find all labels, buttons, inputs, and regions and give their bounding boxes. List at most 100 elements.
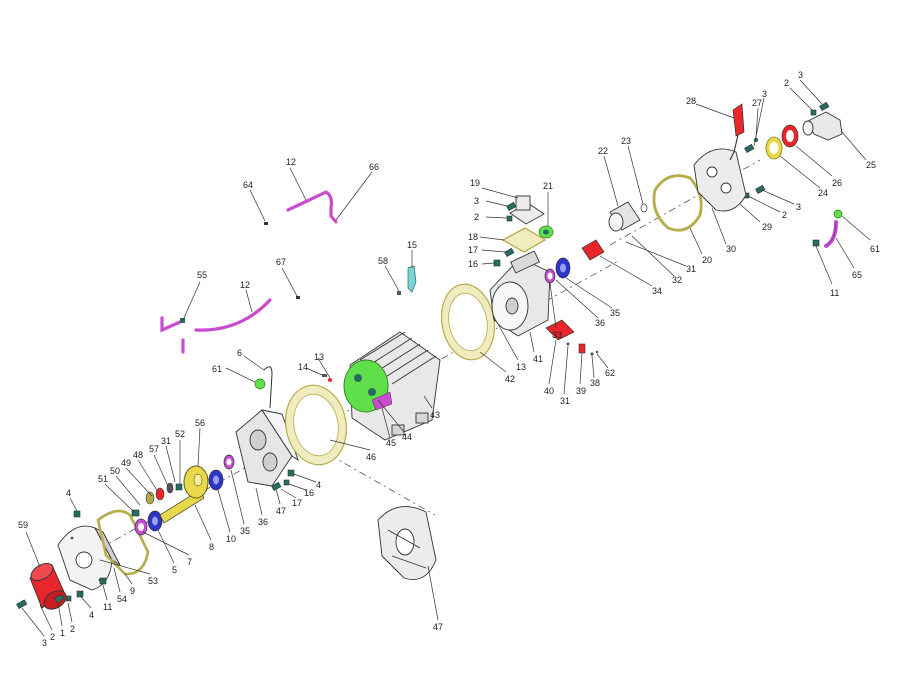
callout-31: 31: [560, 396, 570, 406]
callout-55: 55: [197, 270, 207, 280]
washer-2d: [810, 109, 817, 116]
leader-12a: [245, 289, 253, 313]
leader-2c: [485, 216, 508, 219]
leader-13b: [497, 323, 519, 361]
nut-4-upper: [73, 510, 81, 518]
leader-2d: [789, 87, 813, 111]
callout-46: 46: [366, 452, 376, 462]
leader-24: [779, 155, 821, 189]
leader-38: [591, 355, 595, 379]
part-46-gasket: [285, 384, 347, 466]
handle-grip: [732, 103, 745, 137]
callout-15: 15: [407, 240, 417, 250]
callout-2: 2: [70, 624, 75, 634]
leader-11b: [815, 245, 833, 285]
callout-53: 53: [148, 576, 158, 586]
leader-40: [548, 339, 557, 385]
callout-11: 11: [830, 288, 839, 298]
leader-58: [384, 265, 400, 292]
leader-36a: [255, 487, 263, 516]
leader-43: [423, 395, 433, 409]
fin-2: [367, 337, 413, 367]
nut-16a: [283, 479, 290, 486]
callout-36: 36: [595, 318, 605, 328]
callout-56: 56: [195, 418, 205, 428]
callout-13: 13: [314, 352, 324, 362]
part-26-red-seal-hole: [786, 130, 794, 142]
callout-25: 25: [866, 160, 876, 170]
washer-2-left: [65, 595, 72, 602]
part-58-plug: [397, 291, 401, 295]
part-12-hose-upper: [286, 190, 334, 218]
lower-plate-rib-a: [387, 529, 421, 549]
leader-13a: [317, 357, 331, 379]
part-34-red-plug: [581, 239, 605, 261]
part-31-pin: [566, 342, 570, 346]
part-7-seal-hole: [138, 523, 144, 531]
part-61-cap-left: [254, 378, 266, 390]
lower-plate-rib-b: [391, 555, 427, 569]
callout-31: 31: [161, 436, 171, 446]
callout-61: 61: [870, 244, 880, 254]
elbow-end: [802, 120, 814, 136]
housing-bore-b: [262, 452, 278, 472]
gasket-42-inner: [448, 292, 488, 352]
part-21-fitting-hole: [543, 229, 549, 235]
callout-3: 3: [42, 638, 47, 648]
callout-31: 31: [686, 264, 696, 274]
callout-32: 32: [672, 275, 682, 285]
callout-16: 16: [468, 259, 478, 269]
callout-12: 12: [286, 157, 296, 167]
callout-66: 66: [369, 162, 379, 172]
bolt-17b: [504, 247, 515, 258]
fin-1: [359, 331, 406, 361]
callout-54: 54: [117, 594, 127, 604]
leader-11a: [102, 584, 108, 601]
leader-18: [479, 236, 505, 241]
callout-18: 18: [468, 232, 478, 242]
callout-43: 43: [430, 410, 440, 420]
part-12-hose-lower: [194, 298, 272, 332]
small-fasteners: [16, 101, 830, 610]
callout-47: 47: [276, 506, 286, 516]
leader-65: [835, 237, 855, 269]
leader-2b: [67, 602, 73, 623]
part-18-gasket: [501, 227, 547, 253]
bolt-17a: [271, 481, 282, 492]
callout-58: 58: [378, 256, 388, 266]
part-35-bearing-right-hole: [560, 263, 566, 273]
callout-35: 35: [610, 308, 620, 318]
leader-2a: [39, 604, 53, 631]
leader-39: [579, 352, 583, 385]
valve-end: [608, 212, 624, 232]
part-35-seal-hole: [226, 458, 232, 466]
rear-housing-top: [510, 250, 540, 274]
callout-16: 16: [304, 488, 314, 498]
callout-3: 3: [798, 70, 803, 80]
leader-41: [529, 331, 535, 353]
rotor-bore-b: [368, 388, 376, 396]
part-47-gear-housing: [235, 409, 299, 487]
callout-36: 36: [258, 517, 268, 527]
part-28-handle: [729, 103, 759, 161]
end-cover-bolt-a: [70, 536, 74, 540]
part-14-screw: [322, 374, 327, 377]
part-47-lower-plate: [377, 506, 437, 580]
elbow-body: [805, 111, 843, 141]
leader-3a: [21, 607, 45, 637]
leader-34: [599, 255, 653, 287]
callout-8: 8: [209, 542, 214, 552]
callout-21: 21: [543, 181, 553, 191]
leader-6: [243, 355, 265, 371]
bolt-3b: [506, 201, 517, 212]
nut-11b: [812, 239, 820, 247]
callout-24: 24: [818, 188, 828, 198]
callout-23: 23: [621, 136, 631, 146]
part-33-seal-hole: [547, 272, 553, 280]
housing-body: [235, 409, 293, 487]
leader-3c: [753, 97, 765, 147]
callout-48: 48: [133, 450, 143, 460]
leader-48: [137, 459, 159, 493]
